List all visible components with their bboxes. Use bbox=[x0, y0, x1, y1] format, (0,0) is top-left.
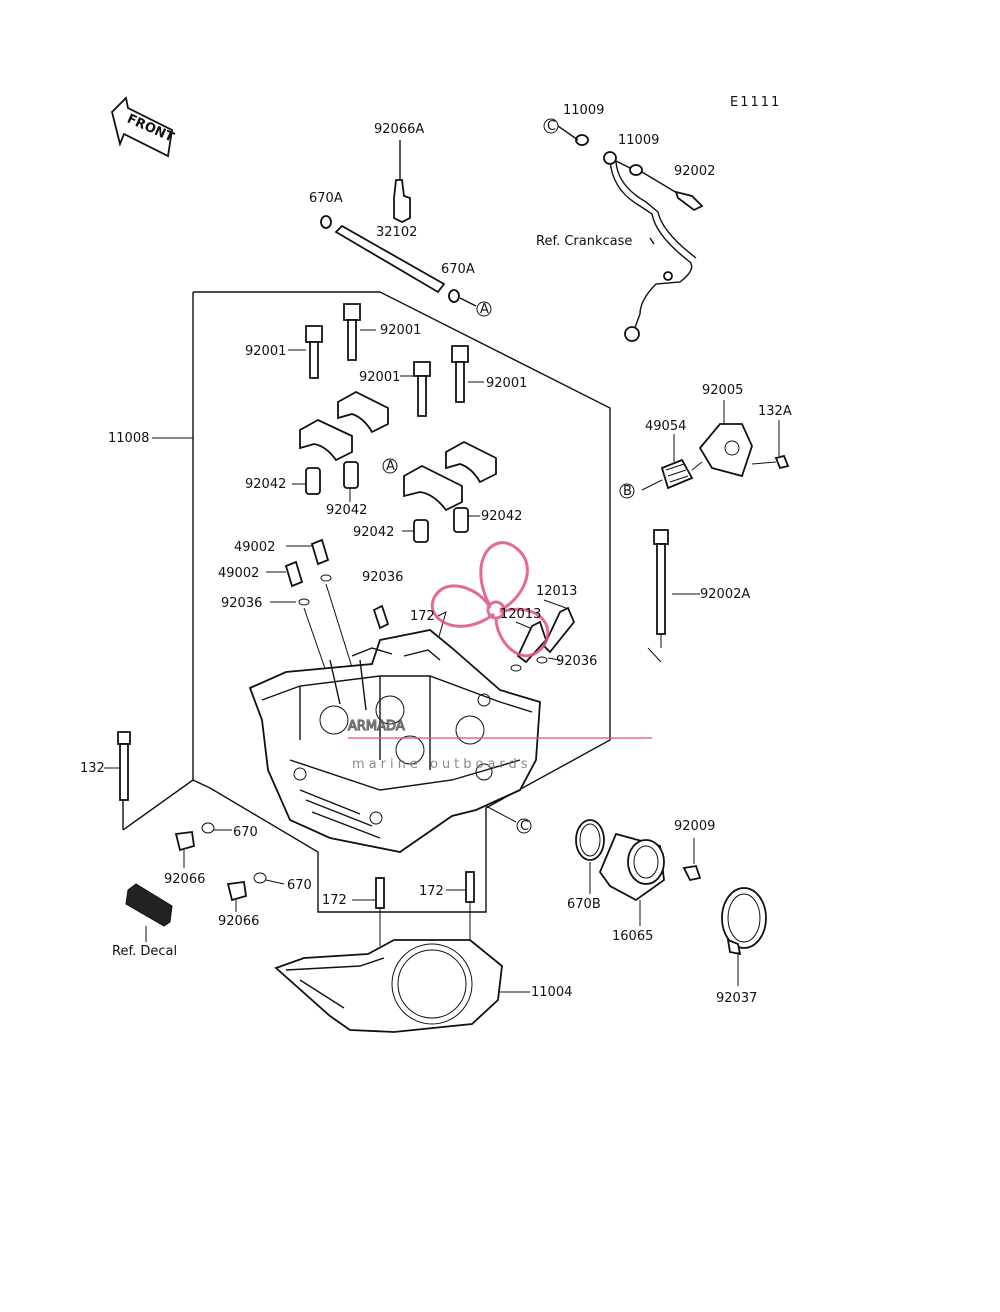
oring-670A-b bbox=[448, 289, 460, 303]
svg-text:A: A bbox=[480, 302, 489, 317]
svg-text:A: A bbox=[386, 459, 395, 474]
svg-text:B: B bbox=[623, 484, 632, 499]
head-assembly-frame bbox=[122, 291, 611, 831]
label-92042-c: 92042 bbox=[481, 509, 522, 524]
hose-32102: A bbox=[320, 140, 492, 317]
label-172-b: 172 bbox=[322, 893, 347, 908]
label-92001-b: 92001 bbox=[380, 323, 421, 338]
label-670B: 670B bbox=[567, 897, 601, 912]
label-92042-d: 92042 bbox=[353, 525, 394, 540]
label-132: 132 bbox=[80, 761, 105, 776]
label-172-c: 172 bbox=[419, 884, 444, 899]
plugs-92066 bbox=[174, 822, 285, 912]
label-49002-b: 49002 bbox=[218, 566, 259, 581]
label-92036-c: 92036 bbox=[556, 654, 597, 669]
label-16065: 16065 bbox=[612, 929, 653, 944]
dowels-92042 bbox=[292, 461, 480, 543]
label-92009: 92009 bbox=[674, 819, 715, 834]
label-92042-b: 92042 bbox=[326, 503, 367, 518]
bolt-92001-a bbox=[305, 325, 323, 379]
bolt-92001-b bbox=[343, 303, 361, 361]
washer-11009-a bbox=[575, 134, 589, 146]
label-11008: 11008 bbox=[108, 431, 149, 446]
label-11004: 11004 bbox=[531, 985, 572, 1000]
label-92001-d: 92001 bbox=[486, 376, 527, 391]
label-92036-b: 92036 bbox=[221, 596, 262, 611]
oil-pipe-assembly: C bbox=[543, 118, 704, 342]
bolts-92001 bbox=[288, 303, 484, 417]
part-labels: 11009 11009 92002 Ref. Crankcase 92066A … bbox=[80, 103, 792, 1006]
bolt-92001-d bbox=[451, 345, 469, 403]
label-92005: 92005 bbox=[702, 383, 743, 398]
ref-marker-c-head bbox=[516, 818, 532, 834]
camshaft-caps: A bbox=[299, 390, 497, 512]
label-670A-2: 670A bbox=[441, 262, 475, 277]
watermark-brand: ARMADA bbox=[348, 719, 405, 734]
label-132A: 132A bbox=[758, 404, 792, 419]
label-12013-a: 12013 bbox=[536, 584, 577, 599]
hose-clamp bbox=[721, 887, 767, 986]
intake-joint bbox=[575, 819, 702, 926]
label-172-a: 172 bbox=[410, 609, 435, 624]
sensor-housing: B bbox=[619, 400, 790, 499]
diagram-code: E1111 bbox=[730, 95, 781, 110]
label-11009-a: 11009 bbox=[563, 103, 604, 118]
watermark-logo: ARMADA marine outboards bbox=[347, 541, 652, 772]
ref-decal bbox=[125, 883, 173, 942]
propeller-icon bbox=[430, 541, 550, 658]
label-92037: 92037 bbox=[716, 991, 757, 1006]
washer-11009-b bbox=[629, 164, 643, 176]
label-32102: 32102 bbox=[376, 225, 417, 240]
label-92066-a: 92066 bbox=[164, 872, 205, 887]
label-92002A: 92002A bbox=[700, 587, 750, 602]
label-12013-b: 12013 bbox=[500, 607, 541, 622]
label-11009-b: 11009 bbox=[618, 133, 659, 148]
bolt-92001-c bbox=[413, 361, 431, 417]
bolt-132 bbox=[104, 731, 131, 801]
sender-92066A bbox=[393, 179, 411, 224]
ref-marker-a-top bbox=[476, 301, 492, 317]
label-92066A: 92066A bbox=[374, 122, 424, 137]
label-670-b: 670 bbox=[287, 878, 312, 893]
oring-670A-a bbox=[320, 215, 332, 229]
banjo-bolt-92002 bbox=[674, 190, 704, 212]
cylinder-head bbox=[248, 629, 541, 853]
label-ref-crankcase: Ref. Crankcase bbox=[536, 234, 632, 249]
front-arrow-icon: FRONT bbox=[111, 96, 176, 158]
head-gasket bbox=[274, 939, 530, 1033]
valve-guides-right bbox=[372, 599, 576, 672]
label-49054: 49054 bbox=[645, 419, 686, 434]
label-92036-a: 92036 bbox=[362, 570, 403, 585]
label-92066-b: 92066 bbox=[218, 914, 259, 929]
gasket-frame bbox=[209, 612, 611, 913]
label-670A-1: 670A bbox=[309, 191, 343, 206]
watermark-sub: marine outboards bbox=[352, 757, 532, 772]
label-92001-c: 92001 bbox=[359, 370, 400, 385]
valve-guides bbox=[266, 538, 357, 701]
label-49002-a: 49002 bbox=[234, 540, 275, 555]
ref-marker-c-label: C bbox=[547, 119, 556, 134]
label-92042-a: 92042 bbox=[245, 477, 286, 492]
label-92002: 92002 bbox=[674, 164, 715, 179]
ref-marker-b-sensor bbox=[619, 483, 635, 499]
ref-marker-a-cap bbox=[382, 458, 398, 474]
label-670-a: 670 bbox=[233, 825, 258, 840]
svg-text:C: C bbox=[520, 819, 529, 834]
label-92001-a: 92001 bbox=[245, 344, 286, 359]
bolt-92002A bbox=[647, 529, 700, 663]
studs-172 bbox=[352, 871, 475, 946]
label-ref-decal: Ref. Decal bbox=[112, 944, 177, 959]
